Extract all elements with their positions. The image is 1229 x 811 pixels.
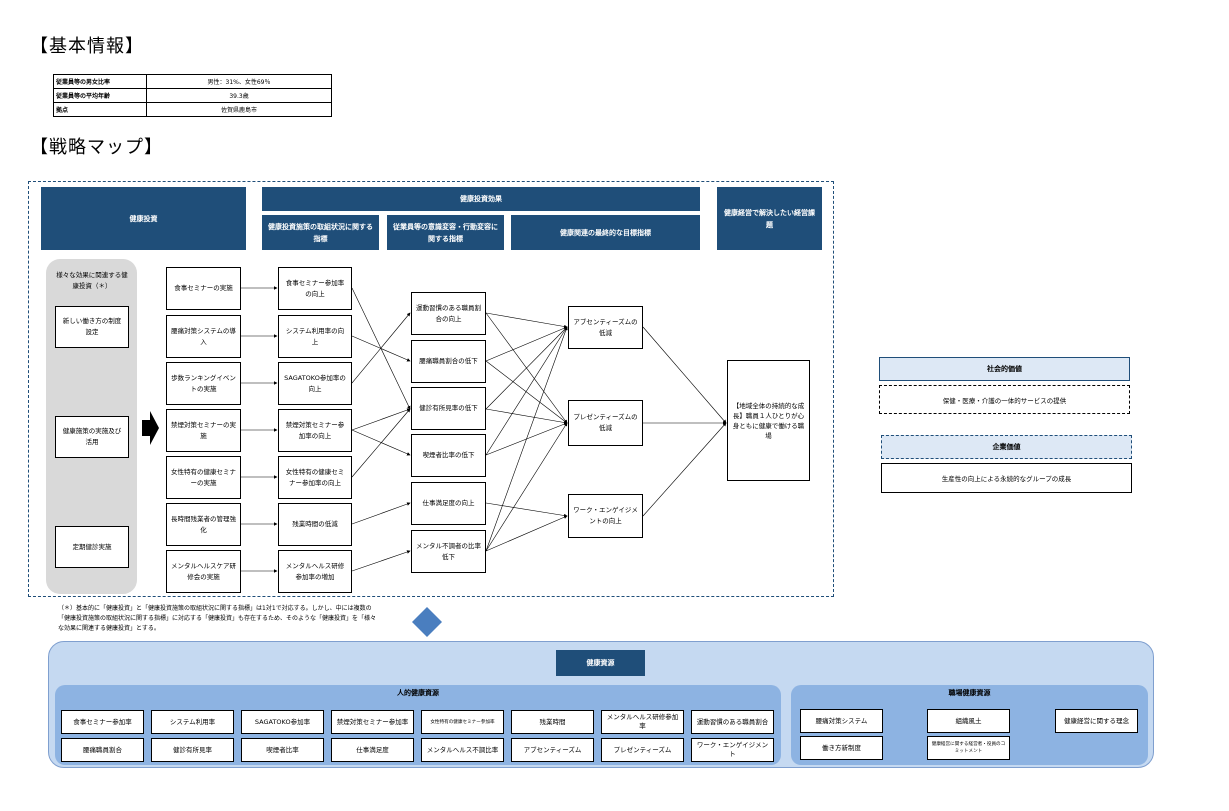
info-value: 佐賀県鹿島市 xyxy=(146,102,332,117)
gray-panel-title: 様々な効果に関連する健康投資（＊） xyxy=(56,271,128,290)
investment-box: 禁煙対策セミナーの実施 xyxy=(166,409,241,452)
diamond-icon xyxy=(412,607,442,637)
strategy-map-heading: 【戦略マップ】 xyxy=(30,137,163,158)
gray-item: 新しい働き方の制度設定 xyxy=(55,306,129,348)
resource-item: 運動習慣のある職員割合 xyxy=(691,710,774,734)
resource-item: メンタルヘルス研修参加率 xyxy=(601,710,684,734)
header-effect: 健康投資効果 xyxy=(262,187,700,211)
resource-item: 健康経営に関する経営者・役員のコミットメント xyxy=(927,736,1010,760)
info-label: 拠点 xyxy=(53,102,147,117)
header-management-issue: 健康経営で解決したい経営課題 xyxy=(717,187,822,250)
initiative-box: 女性特有の健康セミナー参加率の向上 xyxy=(278,456,352,499)
resource-item: 仕事満足度 xyxy=(331,738,414,762)
final-goal-box: アブセンティーズムの低減 xyxy=(568,306,643,349)
table-row: 拠点佐賀県鹿島市 xyxy=(53,102,332,117)
social-value-text: 保健・医療・介護の一体的サービスの提供 xyxy=(879,385,1130,414)
arrow-right-icon xyxy=(142,411,159,445)
initiative-box: メンタルヘルス研修参加率の増加 xyxy=(278,550,352,593)
awareness-box: 腰痛職員割合の低下 xyxy=(411,340,486,383)
investment-box: 長時間残業者の管理強化 xyxy=(166,503,241,546)
corporate-value-text: 生産性の向上による永続的なグループの成長 xyxy=(881,463,1132,493)
investment-box: 女性特有の健康セミナーの実施 xyxy=(166,456,241,499)
human-resources-title: 人的健康資源 xyxy=(397,689,439,697)
resource-item: 腰痛対策システム xyxy=(800,709,883,733)
resource-item: 食事セミナー参加率 xyxy=(61,710,144,734)
initiative-box: SAGATOKO参加率の向上 xyxy=(278,362,352,405)
initiative-box: 食事セミナー参加率の向上 xyxy=(278,267,352,310)
investment-box: 腰痛対策システムの導入 xyxy=(166,315,241,358)
initiative-box: システム利用率の向上 xyxy=(278,315,352,358)
resource-item: 健診有所見率 xyxy=(151,738,234,762)
initiative-box: 残業時間の低減 xyxy=(278,503,352,546)
gray-item: 定期健診実施 xyxy=(55,526,129,568)
header-investment: 健康投資 xyxy=(41,187,246,250)
resource-item: ワーク・エンゲイジメント xyxy=(691,738,774,762)
resource-item: SAGATOKO参加率 xyxy=(241,710,324,734)
resource-item: 組織風土 xyxy=(927,709,1010,733)
investment-box: メンタルヘルスケア研修会の実施 xyxy=(166,550,241,593)
initiative-box: 禁煙対策セミナー参加率の向上 xyxy=(278,409,352,452)
investment-box: 歩数ランキングイベントの実施 xyxy=(166,362,241,405)
final-goal-box: ワーク・エンゲイジメントの向上 xyxy=(568,494,643,538)
awareness-box: 健診有所見率の低下 xyxy=(411,387,486,430)
awareness-box: 仕事満足度の向上 xyxy=(411,482,486,525)
awareness-box: 喫煙者比率の低下 xyxy=(411,434,486,477)
management-issue-box: 【地域全体の持続的な成長】職員１人ひとりが心身ともに健康で働ける職場 xyxy=(727,360,810,481)
header-initiative-metric: 健康投資施策の取組状況に関する指標 xyxy=(262,215,379,250)
resource-item: システム利用率 xyxy=(151,710,234,734)
resource-item: 残業時間 xyxy=(511,710,594,734)
header-final-goal: 健康関連の最終的な目標指標 xyxy=(511,215,700,250)
strategy-map-frame xyxy=(28,181,834,597)
resource-item: 喫煙者比率 xyxy=(241,738,324,762)
resource-item: 女性特有の健康セミナー参加率 xyxy=(421,710,504,734)
footnote: （＊）基本的に「健康投資」と「健康投資施策の取組状況に関する指標」は1対1で対応… xyxy=(58,605,377,632)
resources-title: 健康資源 xyxy=(556,650,645,676)
final-goal-box: プレゼンティーズムの低減 xyxy=(568,400,643,446)
resource-item: 働き方新制度 xyxy=(800,736,883,760)
resource-item: 腰痛職員割合 xyxy=(61,738,144,762)
resource-item: 健康経営に関する理念 xyxy=(1055,709,1138,733)
awareness-box: 運動習慣のある職員割合の向上 xyxy=(411,292,486,335)
resource-item: プレゼンティーズム xyxy=(601,738,684,762)
gray-item: 健康施策の実施及び活用 xyxy=(55,416,129,458)
investment-box: 食事セミナーの実施 xyxy=(166,267,241,310)
header-awareness-metric: 従業員等の意識変容・行動変容に関する指標 xyxy=(387,215,504,250)
environment-resources-title: 職場健康資源 xyxy=(948,689,991,697)
table-row: 従業員等の男女比率男性：31%、女性69％ xyxy=(53,74,332,89)
resource-item: アブセンティーズム xyxy=(511,738,594,762)
social-value-title: 社会的価値 xyxy=(879,357,1130,381)
awareness-box: メンタル不調者の比率低下 xyxy=(411,530,486,573)
basic-info-heading: 【基本情報】 xyxy=(30,36,144,57)
corporate-value-title: 企業価値 xyxy=(881,435,1132,459)
resource-item: 禁煙対策セミナー参加率 xyxy=(331,710,414,734)
resource-item: メンタルヘルス不調比率 xyxy=(421,738,504,762)
